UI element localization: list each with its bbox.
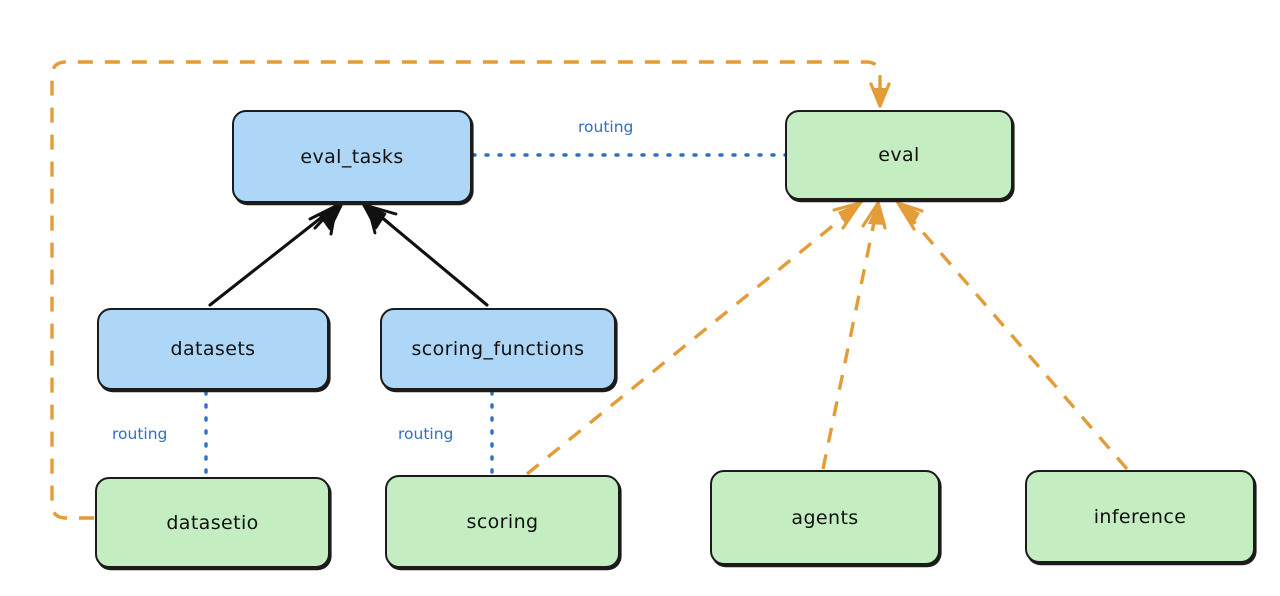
node-eval-tasks[interactable]: eval_tasks <box>232 110 472 203</box>
node-label: datasets <box>170 338 256 360</box>
node-scoring-functions[interactable]: scoring_functions <box>380 308 616 390</box>
edge-scoring-functions-to-eval-tasks <box>361 202 489 307</box>
node-label: datasetio <box>166 511 259 534</box>
edge-inference-to-eval-dependency <box>895 201 1129 471</box>
edge-label-routing-scoring: routing <box>398 425 454 443</box>
node-scoring[interactable]: scoring <box>385 475 620 568</box>
node-inference[interactable]: inference <box>1025 470 1255 563</box>
node-label: scoring_functions <box>411 338 585 360</box>
node-datasets[interactable]: datasets <box>97 308 329 390</box>
node-label: agents <box>791 506 859 529</box>
node-label: inference <box>1093 505 1187 528</box>
edge-label-routing-datasetio: routing <box>112 425 168 443</box>
node-agents[interactable]: agents <box>710 470 940 565</box>
edge-label-routing-eval: routing <box>578 118 634 136</box>
node-label: scoring <box>466 510 539 533</box>
node-datasetio[interactable]: datasetio <box>95 477 330 568</box>
node-label: eval_tasks <box>300 145 404 168</box>
node-label: eval <box>878 144 920 166</box>
node-eval[interactable]: eval <box>785 110 1013 200</box>
edge-agents-to-eval-dependency <box>821 200 887 470</box>
edge-datasets-to-eval-tasks <box>208 202 344 307</box>
